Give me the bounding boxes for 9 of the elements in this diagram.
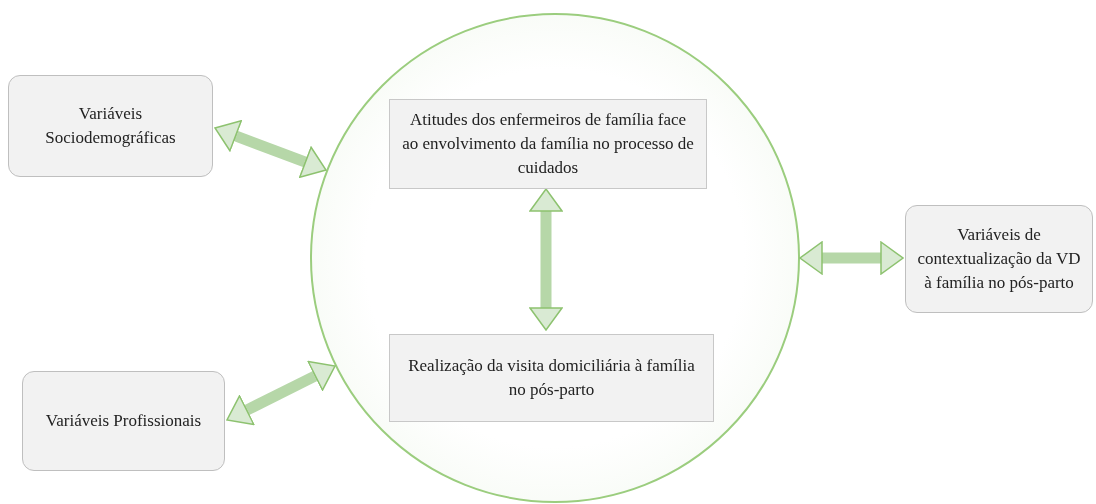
text-box: Realização da visita domiciliária à família no pós-parto — [389, 334, 714, 422]
double-arrow — [226, 360, 336, 426]
text-box: Atitudes dos enfermeiros de família face ao envolvimento da família no processo de cuidados — [389, 99, 707, 189]
text-box: Variáveis de contextualização da VD à família no pós-parto — [905, 205, 1093, 313]
text-box: Variáveis Sociodemográficas — [8, 75, 213, 177]
text-box: Variáveis Profissionais — [22, 371, 225, 471]
double-arrow — [799, 241, 904, 275]
double-arrow — [529, 188, 563, 331]
double-arrow — [214, 120, 327, 178]
